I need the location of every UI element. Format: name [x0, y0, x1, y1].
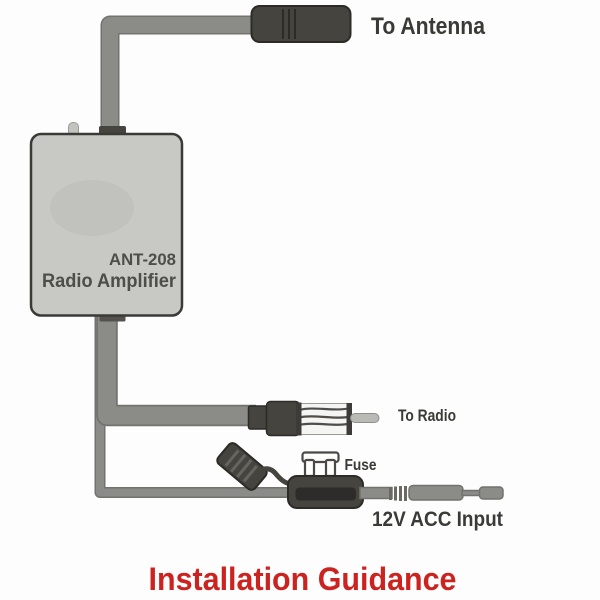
device-model-label: ANT-208 [109, 250, 176, 269]
fuse-holder-band [295, 487, 356, 501]
power-input-label: 12V ACC Input [372, 508, 503, 531]
radio-plug-icon [247, 400, 380, 437]
antenna-plug-icon [250, 5, 352, 43]
device-body [29, 132, 184, 317]
radio-label: To Radio [398, 406, 456, 425]
device-faint-print [50, 180, 134, 236]
radio-cable [96, 310, 256, 427]
fuse-holder-icon [216, 442, 364, 509]
amplifier-device: ANT-208 Radio Amplifier [29, 122, 184, 322]
page-title: Installation Guidance [149, 561, 457, 597]
antenna-cable [100, 15, 254, 140]
fuse-cap [216, 442, 268, 491]
antenna-label: To Antenna [371, 13, 486, 40]
device-name-label: Radio Amplifier [42, 271, 177, 292]
power-plug-icon [359, 484, 504, 501]
fuse-label: Fuse [345, 457, 377, 474]
